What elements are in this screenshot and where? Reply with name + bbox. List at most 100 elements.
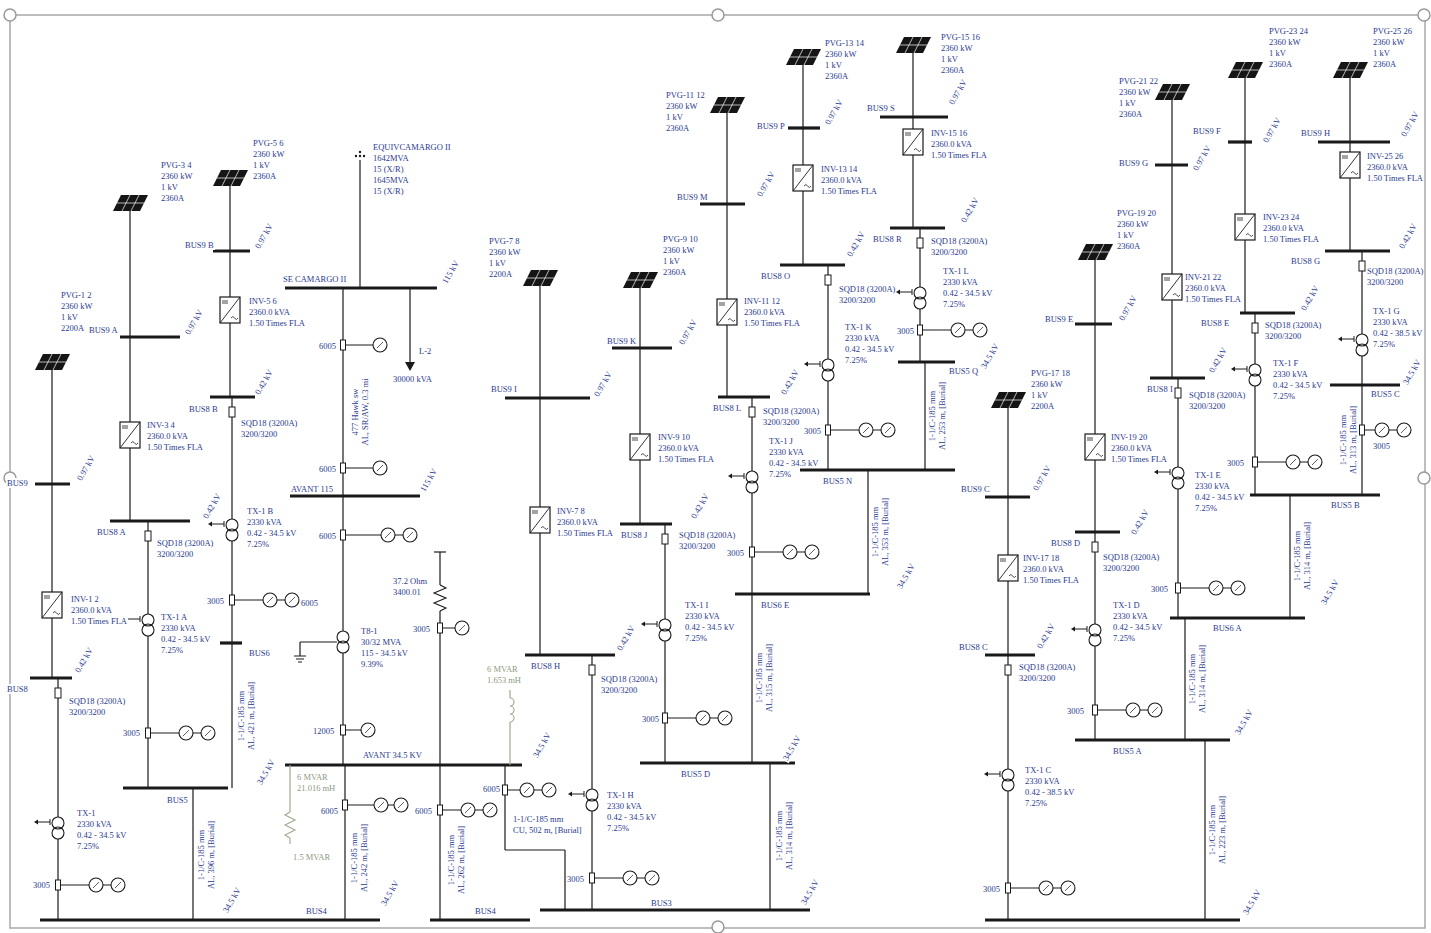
transformer-label: 0.42 - 34.5 kV (160, 634, 211, 644)
relay-mark (289, 597, 295, 603)
inverter-marks (632, 438, 648, 457)
pv-panel-symbol (1155, 84, 1190, 100)
pv-array-label: 2360A (940, 65, 965, 75)
breaker-symbol (1176, 583, 1181, 593)
transformer-label: 7.25% (942, 299, 966, 309)
pv-panel-grid (1337, 62, 1364, 78)
inverter-symbol (903, 129, 923, 155)
inverter-label: 1.50 Times FLA (146, 442, 204, 452)
bus-label: BUS5 N (822, 476, 853, 486)
bus-label: BUS8 E (1200, 318, 1230, 328)
breaker-label: SQD18 (3200A) (762, 406, 820, 416)
voltage-label: 34.5 kV (1400, 357, 1423, 387)
transformer-label: TX-1 E (1194, 470, 1222, 480)
transformer-label: 2330 kVA (1112, 611, 1149, 621)
pv-array-label: 2360A (665, 123, 690, 133)
inverter-diagonal (42, 592, 62, 618)
pv-panel-symbol (623, 272, 658, 288)
switch-symbol (211, 524, 224, 525)
breaker-label: SQD18 (3200A) (678, 530, 736, 540)
voltage-label: 0.97 kV (754, 169, 777, 199)
switch-symbol (987, 774, 1000, 775)
bus-label: BUS8 D (1050, 538, 1081, 548)
cable-label: AL, 353 m, [Burial] (880, 497, 890, 567)
voltage-label: 0.97 kV (1190, 143, 1213, 173)
switch-tick (1170, 469, 1171, 475)
relay-symbol (179, 726, 193, 740)
diagram-drawing (30, 37, 1411, 920)
breaker-number: 6005 (318, 341, 337, 351)
wire (539, 286, 540, 655)
switch-tick (657, 621, 658, 627)
frame-handle (1418, 472, 1430, 484)
wire (1177, 489, 1178, 618)
ground-symbol (294, 656, 306, 662)
breaker-symbol (1093, 705, 1098, 715)
transformer-winding (337, 641, 349, 653)
relay-mark (722, 715, 728, 721)
pv-array-label: PVG-1 2 (60, 290, 92, 300)
bus-label: BUS9 I (490, 384, 518, 394)
cable-label: 1-1/C-185 mm (446, 834, 456, 886)
relay-mark (1130, 707, 1136, 713)
bus-label: BUS9 G (1118, 158, 1149, 168)
grounding-label: 3400.01 (392, 587, 422, 597)
inverter-label: 2360.0 kVA (146, 431, 189, 441)
voltage-label: 0.97 kV (1116, 293, 1139, 323)
voltage-label: 0.97 kV (182, 307, 205, 337)
wire (1254, 313, 1255, 364)
breaker-label: 3200/3200 (1018, 673, 1056, 683)
inverter-label: 2360.0 kVA (70, 605, 113, 615)
inverter-marks (532, 511, 548, 530)
breaker-label: 3200/3200 (600, 685, 638, 695)
bus-bar (898, 360, 955, 363)
pv-panel-symbol (896, 37, 931, 53)
transformer-label: 2330 kVA (1194, 481, 1231, 491)
cable-label: AL, 314 m, [Burial] (1302, 521, 1312, 591)
wire (769, 763, 770, 910)
bus-bar (110, 519, 190, 522)
cable-label: 1-1/C-185 mm (196, 829, 206, 881)
relay-symbol (542, 783, 556, 797)
pv-array-label: 2360A (1118, 109, 1143, 119)
cable-label: CU, 502 m, [Burial] (512, 825, 583, 835)
source-label: 1645MVA (372, 175, 410, 185)
transformer-label: 2330 kVA (684, 611, 721, 621)
voltage-label: 115 kV (417, 466, 439, 494)
voltage-label: 0.42 kV (252, 367, 275, 397)
lv-breaker-symbol (825, 275, 831, 285)
bus-bar (985, 918, 1240, 921)
pv-panel-grid (627, 272, 654, 288)
inverter-symbol (42, 592, 62, 618)
lv-breaker-symbol (1092, 542, 1098, 552)
source-symbol (359, 155, 361, 157)
wire (751, 493, 752, 594)
switch-symbol (899, 292, 912, 293)
pv-panel-grid (714, 97, 741, 113)
bus-bar (120, 335, 180, 338)
switch-symbol (1341, 339, 1354, 340)
cable-label: 1-1/C-185 mm (349, 832, 359, 884)
bus-label: AVANT 34.5 KV (362, 750, 423, 760)
relay-mark (398, 802, 404, 808)
transformer-label: 0.42 - 34.5 kV (844, 344, 895, 354)
bus-bar (285, 763, 522, 766)
transformer-label: TX-1 H (606, 790, 635, 800)
transformer-label: 7.25% (1194, 503, 1218, 513)
transformer-label: 2330 kVA (1024, 776, 1061, 786)
wire (300, 641, 337, 642)
bus-label: BUS8 L (712, 403, 742, 413)
transformer-label: TX-1 C (1024, 765, 1052, 775)
lv-breaker-symbol (145, 531, 151, 541)
relay-mark (524, 787, 530, 793)
cable-label: 1-1/C-185 mm (870, 506, 880, 558)
switch-tick (1087, 626, 1088, 632)
relay-symbol (403, 528, 417, 542)
pv-panel-symbol (1228, 62, 1263, 78)
relay-symbol (783, 545, 797, 559)
inverter-symbol (220, 297, 240, 323)
relay-mark (183, 730, 189, 736)
transformer-winding (1249, 374, 1261, 386)
inverter-marks (1087, 438, 1103, 457)
transformer-label: 7.25% (1112, 633, 1136, 643)
